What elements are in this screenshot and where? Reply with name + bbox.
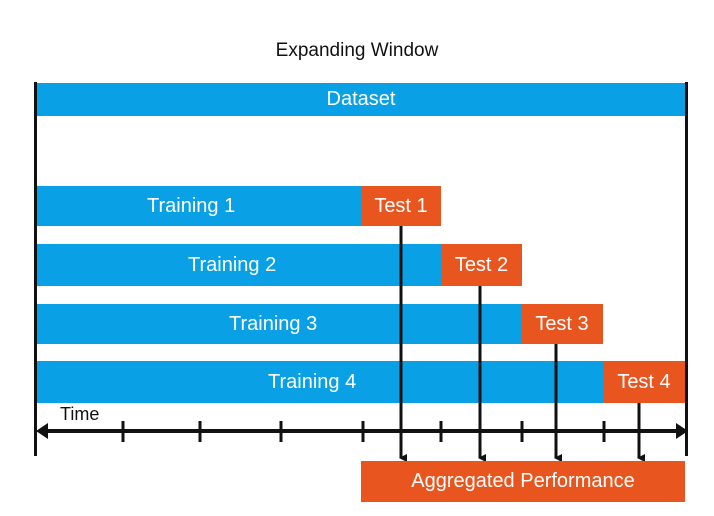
test-result-arrows: [399, 226, 645, 462]
training-2-label: Training 2: [188, 253, 277, 276]
left-boundary-line: [34, 82, 37, 456]
test-1-bar: Test 1: [361, 186, 441, 226]
training-3-label: Training 3: [229, 312, 318, 335]
time-axis-left-arrowhead: [36, 423, 48, 439]
aggregated-performance-label: Aggregated Performance: [411, 470, 635, 492]
test-1-label: Test 1: [374, 194, 428, 217]
test-2-bar: Test 2: [441, 244, 522, 286]
right-boundary-line: [685, 82, 688, 456]
test-3-label: Test 3: [535, 312, 589, 335]
time-axis-label: Time: [60, 404, 100, 424]
training-1-bar: Training 1: [37, 186, 361, 226]
aggregated-performance-box: Aggregated Performance: [361, 461, 685, 502]
training-4-label: Training 4: [268, 370, 357, 393]
dataset-bar: Dataset: [37, 83, 685, 116]
test-2-label: Test 2: [454, 253, 509, 276]
time-axis-right-arrowhead: [676, 423, 688, 439]
training-2-bar: Training 2: [37, 244, 441, 286]
test-4-bar: Test 4: [603, 361, 685, 403]
training-3-bar: Training 3: [37, 304, 521, 344]
test-4-label: Test 4: [617, 370, 671, 393]
test-3-bar: Test 3: [521, 304, 603, 344]
training-4-bar: Training 4: [37, 361, 603, 403]
diagram-title: Expanding Window: [275, 40, 439, 61]
dataset-label: Dataset: [326, 88, 396, 110]
training-1-label: Training 1: [147, 194, 236, 217]
time-axis: [36, 421, 688, 442]
